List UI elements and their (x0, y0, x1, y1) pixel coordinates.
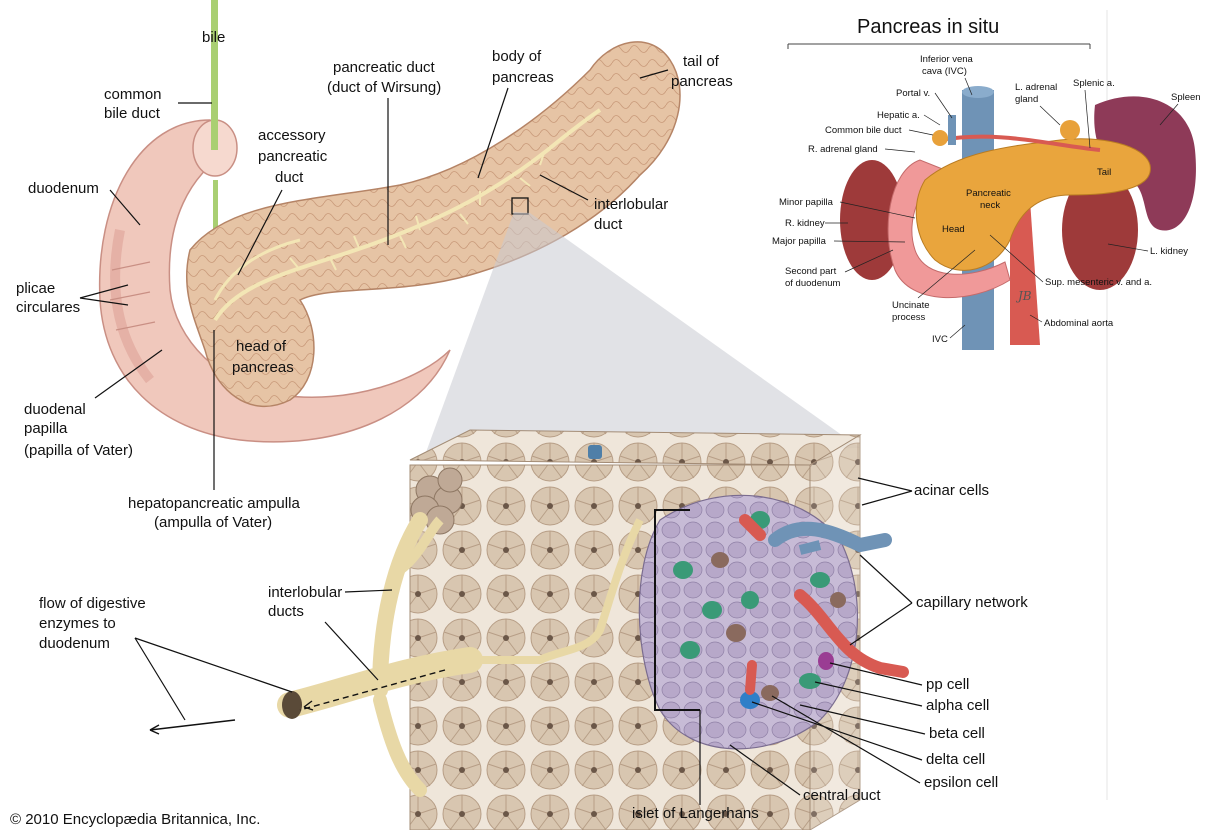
label-duodenal-papilla-1: duodenal (24, 401, 86, 418)
label-head-2: pancreas (232, 359, 294, 376)
inset-label-r-kidney: R. kidney (785, 218, 825, 229)
label-common-bile-duct-2: bile duct (104, 105, 161, 122)
label-flow-3: duodenum (39, 635, 110, 652)
inset-label-l-adrenal-2: gland (1015, 94, 1038, 105)
inset-label-spleen: Spleen (1171, 92, 1201, 103)
inset-label-splenic-a: Splenic a. (1073, 78, 1115, 89)
inset-label-abdominal-aorta: Abdominal aorta (1044, 318, 1114, 329)
inset-label-uncinate-1: Uncinate (892, 300, 930, 311)
label-acinar-cells: acinar cells (914, 482, 989, 499)
inset-label-second-part-1: Second part (785, 266, 837, 277)
inset-label-major-papilla: Major papilla (772, 236, 827, 247)
label-body-1: body of (492, 48, 542, 65)
inset-label-ivc-top-2: cava (IVC) (922, 66, 967, 77)
inset-label-head: Head (942, 224, 965, 235)
alpha-cell (799, 673, 821, 689)
label-interlobular-ducts-2: ducts (268, 603, 304, 620)
label-capillary-network: capillary network (916, 594, 1028, 611)
label-flow-1: flow of digestive (39, 595, 146, 612)
label-duodenum: duodenum (28, 180, 99, 197)
tissue-block-top (410, 430, 860, 465)
tissue-block (410, 430, 903, 830)
label-duodenal-papilla-3: (papilla of Vater) (24, 442, 133, 459)
inset-label-portal-v: Portal v. (896, 88, 930, 99)
label-body-2: pancreas (492, 69, 554, 86)
label-common-bile-duct-1: common (104, 86, 162, 103)
label-interlobular-ducts-1: interlobular (268, 584, 342, 601)
label-accessory-duct-1: accessory (258, 127, 326, 144)
inset-label-hepatic-a: Hepatic a. (877, 110, 920, 121)
label-flow-2: enzymes to (39, 615, 116, 632)
inset-label-second-part-2: of duodenum (785, 278, 841, 289)
label-interlobular-duct-1: interlobular (594, 196, 668, 213)
label-epsilon-cell: epsilon cell (924, 774, 998, 791)
label-ampulla-1: hepatopancreatic ampulla (128, 495, 300, 512)
label-plicae-2: circulares (16, 299, 80, 316)
inset-label-common-bile-duct: Common bile duct (825, 125, 902, 136)
inset-label-neck-1: Pancreatic (966, 188, 1011, 199)
label-plicae-1: plicae (16, 280, 55, 297)
label-pp-cell: pp cell (926, 676, 969, 693)
label-tail-2: pancreas (671, 73, 733, 90)
label-duodenal-papilla-2: papilla (24, 420, 68, 437)
block-top-vessel (588, 445, 602, 459)
label-delta-cell: delta cell (926, 751, 985, 768)
label-accessory-duct-2: pancreatic (258, 148, 328, 165)
inset-label-ivc-bottom: IVC (932, 334, 948, 345)
inset-label-r-adrenal: R. adrenal gland (808, 144, 878, 155)
inset-label-tail: Tail (1097, 167, 1111, 178)
inset-label-l-adrenal-1: L. adrenal (1015, 82, 1057, 93)
label-pancreatic-duct-2: (duct of Wirsung) (327, 79, 441, 96)
label-accessory-duct-3: duct (275, 169, 304, 186)
bile-duct (211, 0, 218, 150)
label-alpha-cell: alpha cell (926, 697, 989, 714)
inset-label-minor-papilla: Minor papilla (779, 197, 834, 208)
label-head-1: head of (236, 338, 287, 355)
duct-opening (282, 691, 302, 719)
pp-cell (818, 652, 834, 670)
copyright: © 2010 Encyclopædia Britannica, Inc. (10, 811, 260, 828)
inset-signature: JB (1015, 289, 1032, 303)
inset-title: Pancreas in situ (857, 16, 999, 38)
label-tail-1: tail of (683, 53, 720, 70)
label-islet: islet of Langerhans (632, 805, 759, 822)
inset-label-sup-mesenteric: Sup. mesenteric v. and a. (1045, 277, 1152, 288)
inset-label-neck-2: neck (980, 200, 1000, 211)
inset-label-ivc-top-1: Inferior vena (920, 54, 974, 65)
label-ampulla-2: (ampulla of Vater) (154, 514, 272, 531)
label-pancreatic-duct-1: pancreatic duct (333, 59, 436, 76)
inset-label-l-kidney: L. kidney (1150, 246, 1188, 257)
label-beta-cell: beta cell (929, 725, 985, 742)
inset-label-uncinate-2: process (892, 312, 926, 323)
label-central-duct: central duct (803, 787, 881, 804)
label-bile: bile (202, 29, 225, 46)
label-interlobular-duct-2: duct (594, 216, 623, 233)
